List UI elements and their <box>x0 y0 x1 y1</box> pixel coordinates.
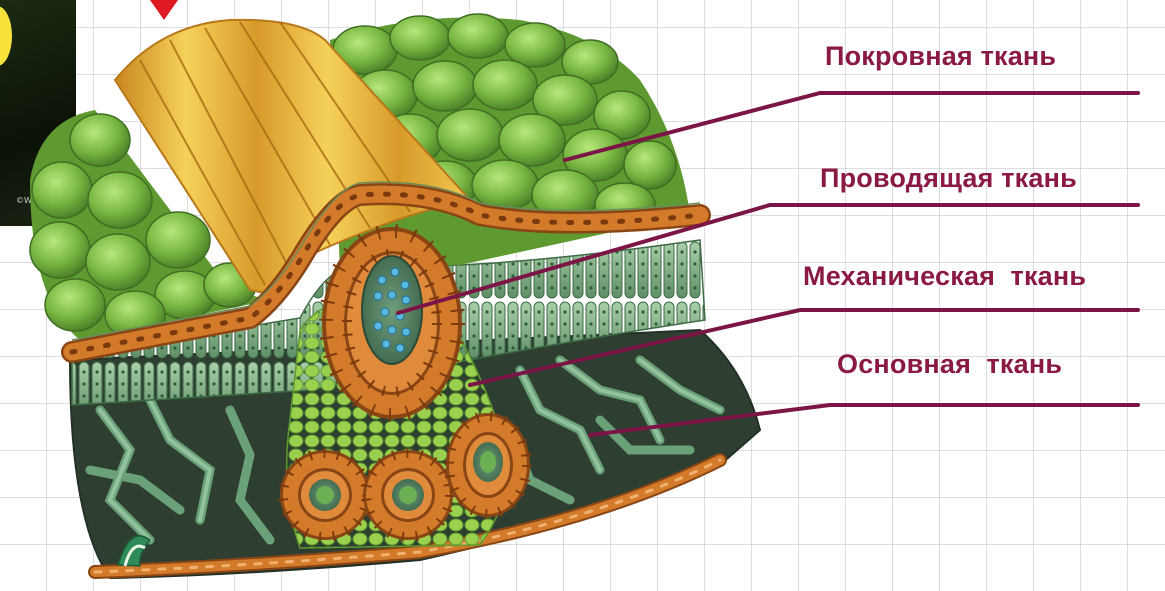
label-ground-tissue: Основная ткань <box>837 349 1062 380</box>
label-integumentary-tissue: Покровная ткань <box>825 41 1056 72</box>
label-conductive-tissue: Проводящая ткань <box>820 163 1077 194</box>
label-mechanical-tissue: Механическая ткань <box>803 261 1086 292</box>
